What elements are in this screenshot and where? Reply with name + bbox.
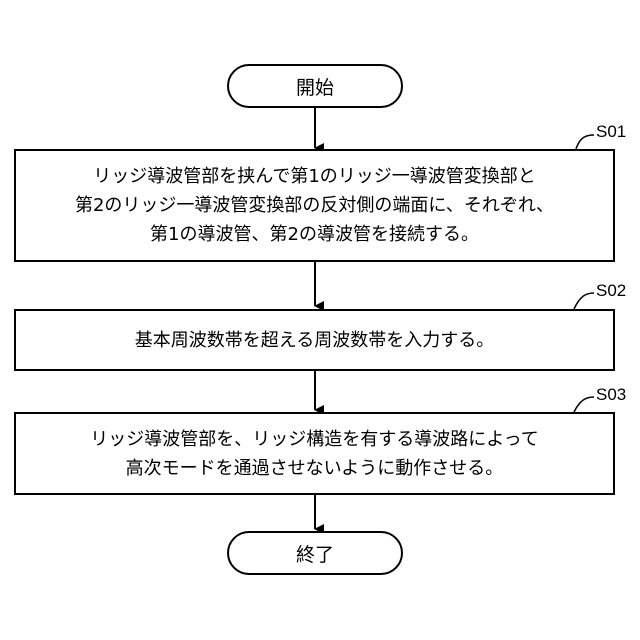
step-label-leader-s01 [576, 135, 594, 149]
process-box-s02: 基本周波数帯を超える周波数帯を入力する。 [14, 309, 615, 371]
step-label-leader-s02 [574, 293, 594, 309]
end-terminal-label: 終了 [296, 540, 334, 567]
process-text-line: リッジ導波管部を挟んで第1のリッジ一導波管変換部と [93, 162, 536, 191]
process-text-line: 第1の導波管、第2の導波管を接続する。 [150, 220, 479, 249]
process-box-s01: リッジ導波管部を挟んで第1のリッジ一導波管変換部と 第2のリッジ一導波管変換部の… [14, 149, 615, 262]
start-terminal: 開始 [227, 64, 403, 108]
step-label-s01: S01 [596, 122, 626, 142]
step-label-s03: S03 [596, 385, 626, 405]
step-label-s02: S02 [596, 281, 626, 301]
process-text-line: リッジ導波管部を、リッジ構造を有する導波路によって [90, 425, 539, 454]
process-text-line: 第2のリッジ一導波管変換部の反対側の端面に、それぞれ、 [75, 191, 554, 220]
step-label-leader-s03 [574, 397, 594, 412]
process-text-line: 高次モードを通過させないように動作させる。 [126, 454, 504, 483]
end-terminal: 終了 [227, 531, 403, 575]
process-text-line: 基本周波数帯を超える周波数帯を入力する。 [135, 326, 494, 355]
start-terminal-label: 開始 [296, 73, 334, 100]
process-box-s03: リッジ導波管部を、リッジ構造を有する導波路によって 高次モードを通過させないよう… [14, 412, 615, 495]
